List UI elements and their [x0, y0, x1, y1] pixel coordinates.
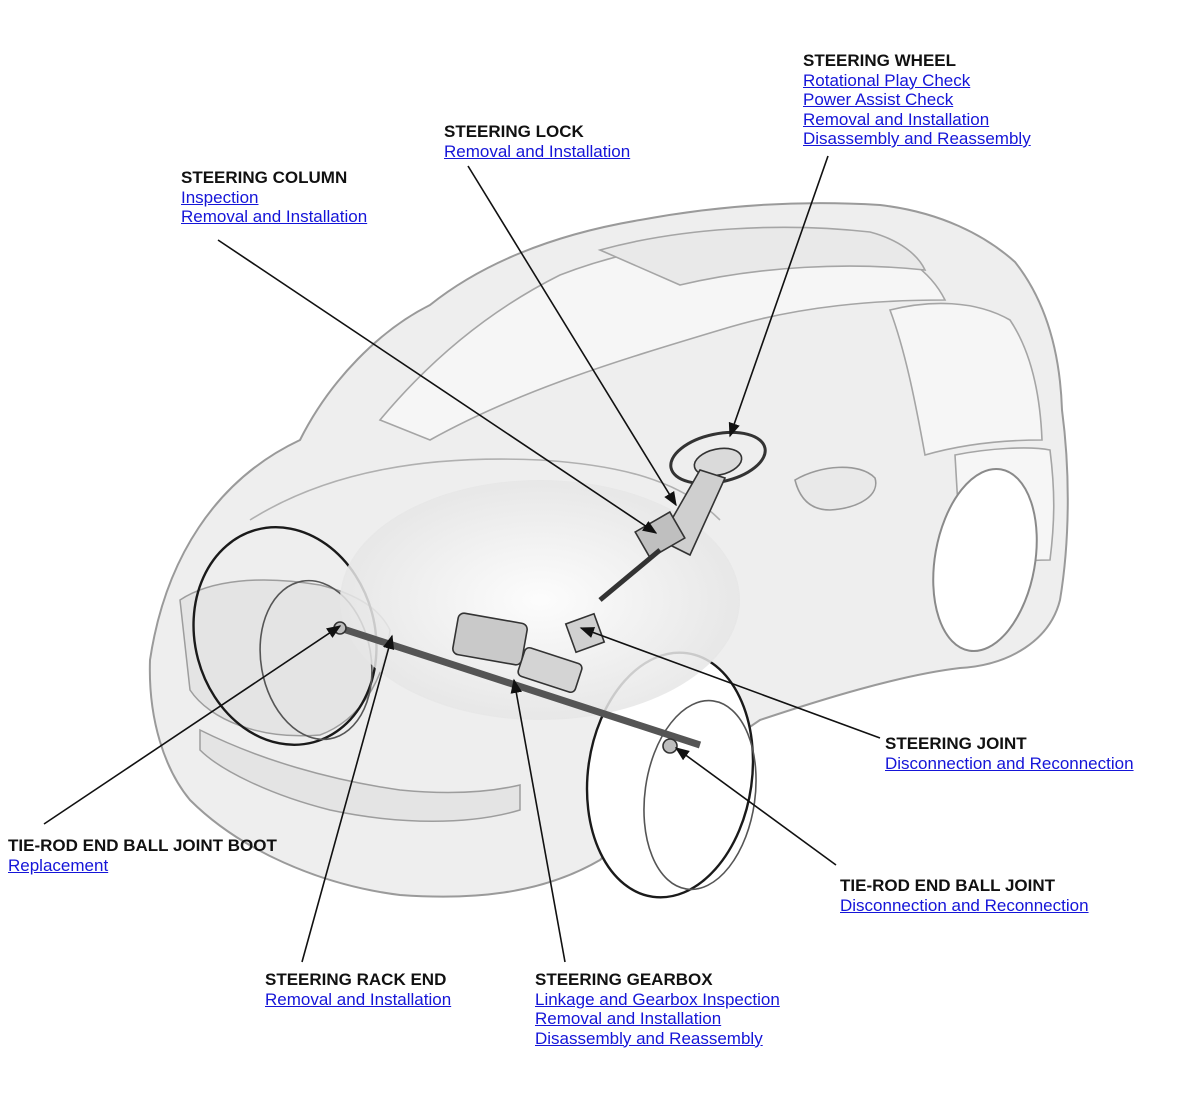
front-grille: [179, 579, 521, 822]
steering-column-removal-installation-link[interactable]: Removal and Installation: [181, 207, 368, 226]
steering-lock-removal-installation-link[interactable]: Removal and Installation: [444, 141, 631, 161]
steering-rack-end-title: STEERING RACK END: [265, 970, 447, 989]
steering-gearbox-title: STEERING GEARBOX: [535, 970, 713, 989]
callout-steering-gearbox: STEERING GEARBOX Linkage and Gearbox Ins…: [535, 970, 780, 1048]
callout-steering-lock: STEERING LOCK Removal and Installation: [444, 122, 630, 161]
steering-gearbox-disassembly-reassembly-link[interactable]: Disassembly and Reassembly: [535, 1028, 763, 1048]
steering-wheel-title: STEERING WHEEL: [803, 51, 957, 70]
steering-wheel-disassembly-reassembly-link[interactable]: Disassembly and Reassembly: [803, 129, 1031, 148]
tie-rod-end-ball-joint-title: TIE-ROD END BALL JOINT: [840, 876, 1056, 895]
steering-column-inspection-link[interactable]: Inspection: [181, 187, 259, 207]
steering-gearbox-removal-installation-link[interactable]: Removal and Installation: [535, 1009, 722, 1028]
leader-steering-column: [217, 239, 658, 534]
tie-rod-end-ball-joint-boot-title: TIE-ROD END BALL JOINT BOOT: [8, 836, 277, 855]
tie-rod-end-ball-joint-boot-replacement-link[interactable]: Replacement: [8, 855, 109, 875]
leader-tie-rod-end-ball-joint: [674, 747, 837, 866]
leader-steering-gearbox: [510, 678, 566, 963]
callout-tie-rod-end-ball-joint-boot: TIE-ROD END BALL JOINT BOOT Replacement: [8, 836, 277, 875]
rotational-play-check-link[interactable]: Rotational Play Check: [803, 70, 971, 90]
callout-steering-joint: STEERING JOINT Disconnection and Reconne…: [885, 734, 1134, 773]
steering-wheel-removal-installation-link[interactable]: Removal and Installation: [803, 109, 990, 129]
side-mirror: [794, 466, 877, 511]
tie-rod-end-ball-joint-disconnection-reconnection-link[interactable]: Disconnection and Reconnection: [840, 895, 1089, 915]
rear-wheel: [932, 467, 1038, 653]
callout-steering-rack-end: STEERING RACK END Removal and Installati…: [265, 970, 451, 1009]
steering-joint-title: STEERING JOINT: [885, 734, 1027, 753]
callout-steering-column: STEERING COLUMN Inspection Removal and I…: [181, 168, 367, 227]
steering-lock-title: STEERING LOCK: [444, 122, 584, 141]
callout-tie-rod-end-ball-joint: TIE-ROD END BALL JOINT Disconnection and…: [840, 876, 1089, 915]
leader-steering-lock: [467, 165, 677, 507]
intermediate-shaft: [598, 548, 662, 602]
steering-rack-end-removal-installation-link[interactable]: Removal and Installation: [265, 989, 452, 1009]
steering-joint-disconnection-reconnection-link[interactable]: Disconnection and Reconnection: [885, 753, 1134, 773]
leader-steering-joint: [579, 627, 881, 739]
leader-tie-rod-end-ball-joint-boot: [43, 625, 342, 825]
callout-steering-wheel: STEERING WHEEL Rotational Play Check Pow…: [803, 51, 1031, 149]
leader-steering-wheel: [728, 155, 829, 438]
steering-column-title: STEERING COLUMN: [181, 168, 348, 187]
steering-system: [333, 430, 767, 754]
leader-steering-rack-end: [301, 634, 395, 963]
linkage-gearbox-inspection-link[interactable]: Linkage and Gearbox Inspection: [535, 989, 780, 1009]
power-assist-check-link[interactable]: Power Assist Check: [803, 90, 954, 109]
leader-lines: [43, 155, 881, 963]
